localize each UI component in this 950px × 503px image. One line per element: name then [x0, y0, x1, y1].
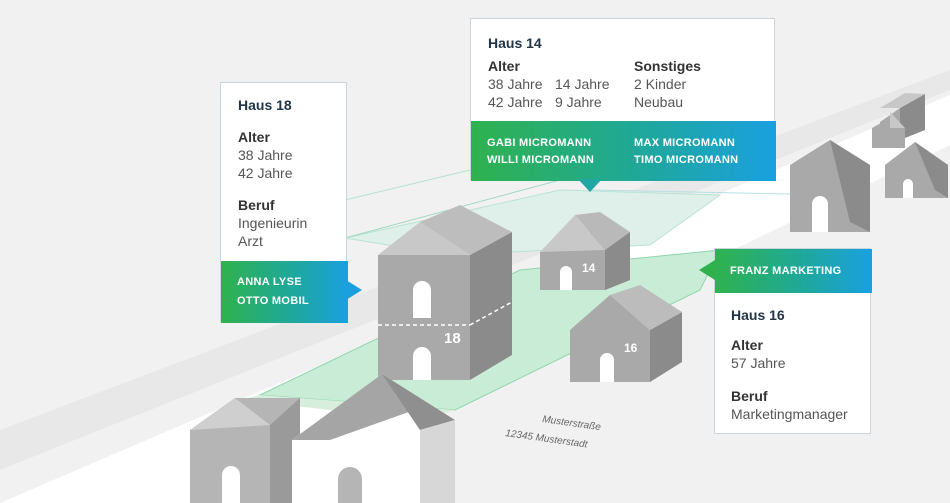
beruf-value: Marketingmanager: [731, 406, 848, 422]
foreground-house: [190, 398, 300, 503]
sonstiges-label: Sonstiges: [634, 58, 701, 74]
sonstiges-value: Neubau: [634, 94, 684, 110]
alter-value: 38 Jahre: [488, 76, 543, 92]
resident-name: TIMO MICROMANN: [634, 154, 739, 166]
house-14: [540, 212, 630, 290]
resident-name: FRANZ MARKETING: [730, 265, 842, 277]
distant-house: [885, 142, 948, 198]
beruf-label: Beruf: [731, 388, 768, 404]
alter-value: 9 Jahre: [555, 94, 602, 110]
info-card-haus-18: Haus 18 Alter 38 Jahre 42 Jahre Beruf In…: [220, 82, 348, 323]
distant-house: [872, 112, 905, 148]
alter-label: Alter: [731, 337, 763, 353]
pointer-arrow: [346, 280, 362, 300]
residents-band: GABI MICROMANN WILLI MICROMANN MAX MICRO…: [471, 121, 776, 181]
beruf-value: Ingenieurin: [238, 215, 308, 231]
connector-line: [344, 169, 471, 201]
house-16: [570, 285, 682, 382]
beruf-value: Arzt: [238, 233, 263, 249]
house-number-16: 16: [624, 341, 638, 355]
info-card-haus-16: FRANZ MARKETING Haus 16 Alter 57 Jahre B…: [714, 248, 872, 434]
foreground-house-white: [292, 374, 455, 503]
background-house: [790, 140, 870, 232]
alter-value: 42 Jahre: [488, 94, 543, 110]
resident-name: WILLI MICROMANN: [487, 154, 595, 166]
resident-name: MAX MICROMANN: [634, 137, 736, 149]
card-title: Haus 18: [238, 97, 292, 113]
beruf-label: Beruf: [238, 197, 275, 213]
house-18: [378, 205, 513, 380]
house-number-18: 18: [444, 330, 461, 347]
sonstiges-value: 2 Kinder: [634, 76, 687, 92]
alter-value: 14 Jahre: [555, 76, 610, 92]
residents-band: ANNA LYSE OTTO MOBIL: [221, 261, 348, 323]
address-street: Musterstraße: [542, 414, 602, 433]
resident-name: GABI MICROMANN: [487, 137, 592, 149]
pointer-arrow: [578, 179, 602, 192]
pointer-arrow: [699, 260, 715, 280]
residents-band: FRANZ MARKETING: [715, 249, 872, 293]
resident-name: ANNA LYSE: [237, 276, 302, 288]
house-number-14: 14: [582, 261, 596, 275]
card-title: Haus 16: [731, 307, 785, 323]
resident-name: OTTO MOBIL: [237, 295, 309, 307]
alter-label: Alter: [238, 129, 270, 145]
alter-value: 38 Jahre: [238, 147, 293, 163]
card-title: Haus 14: [488, 35, 542, 51]
info-card-haus-14: Haus 14 Alter 38 Jahre 42 Jahre 14 Jahre…: [470, 18, 776, 181]
alter-label: Alter: [488, 58, 520, 74]
alter-value: 42 Jahre: [238, 165, 293, 181]
address-city: 12345 Musterstadt: [505, 428, 590, 451]
alter-value: 57 Jahre: [731, 355, 786, 371]
